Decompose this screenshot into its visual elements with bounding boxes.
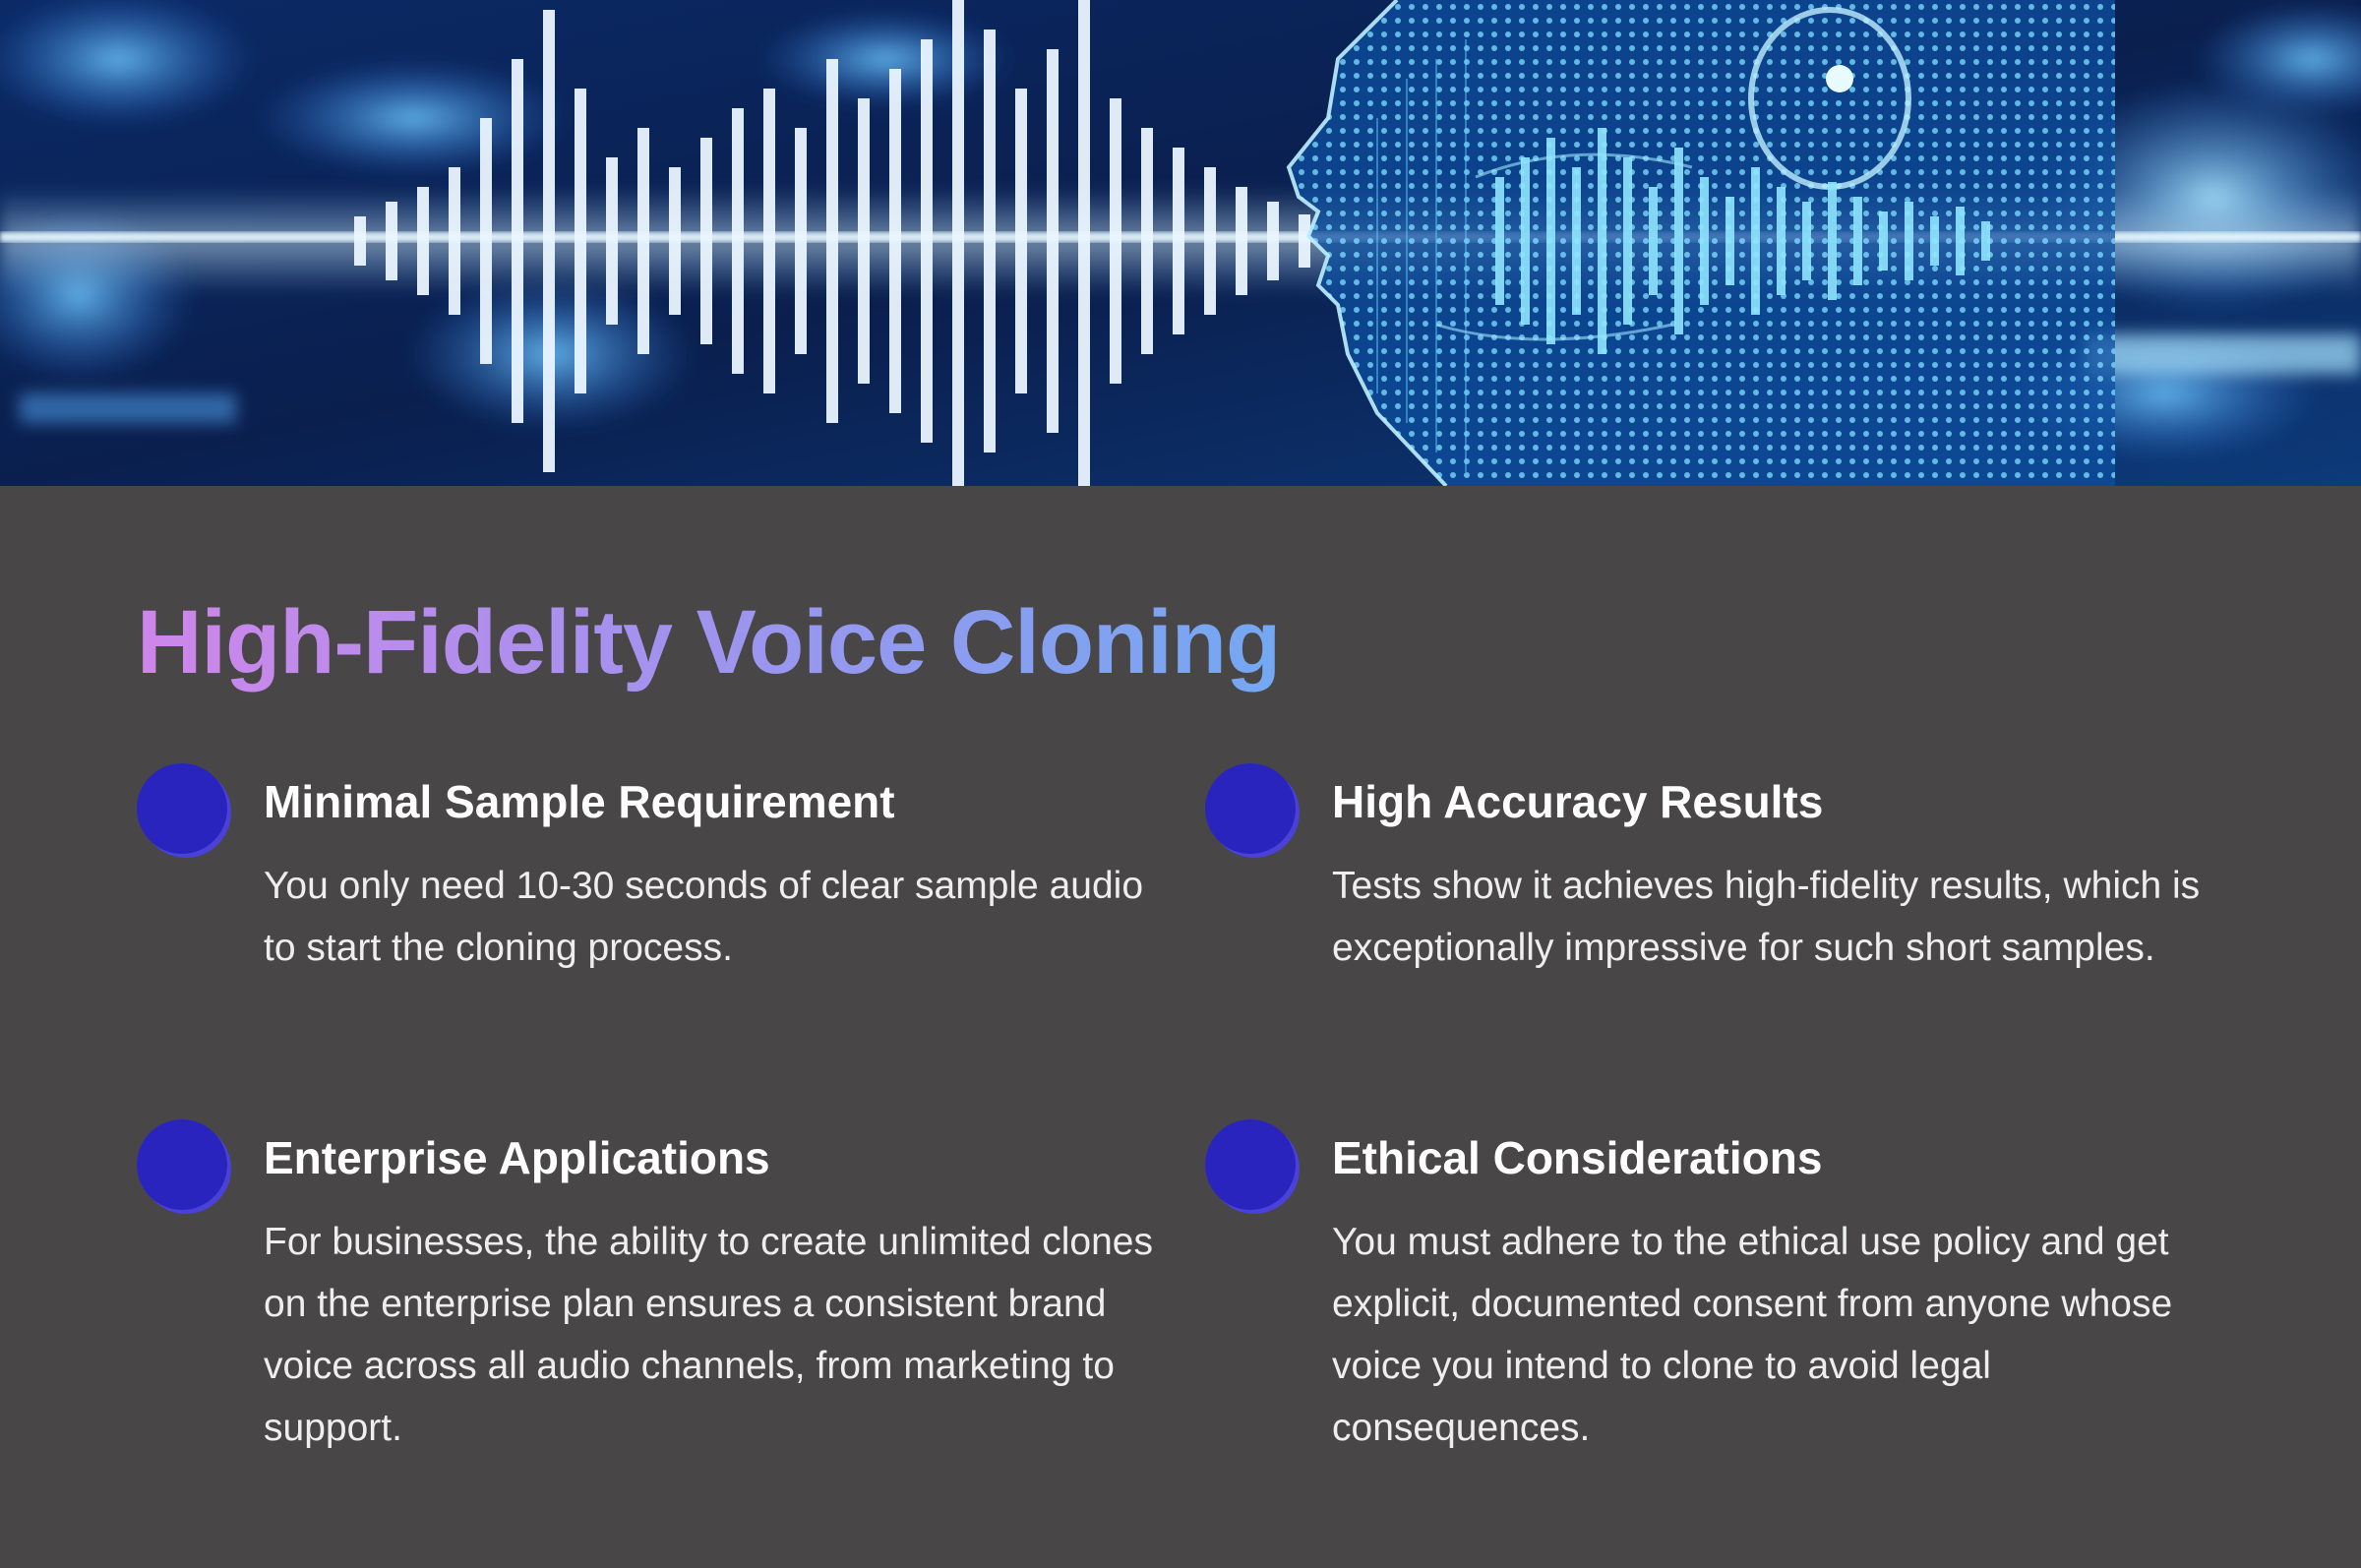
feature-description: You must adhere to the ethical use polic… xyxy=(1332,1221,2173,1449)
feature-title: High Accuracy Results xyxy=(1332,776,1824,827)
feature-description: For businesses, the ability to create un… xyxy=(264,1221,1153,1449)
hero-banner-image xyxy=(0,0,2361,486)
sound-wave-head-illustration xyxy=(0,0,2361,486)
bullet-dot-icon xyxy=(1205,763,1296,854)
content-section: High-Fidelity Voice Cloning Minimal Samp… xyxy=(0,486,2361,1568)
bullet-dot-icon xyxy=(137,1119,227,1210)
feature-title: Minimal Sample Requirement xyxy=(264,776,895,827)
page-title: High-Fidelity Voice Cloning xyxy=(137,588,1281,696)
bullet-dot-icon xyxy=(137,763,227,854)
feature-title: Ethical Considerations xyxy=(1332,1132,1823,1183)
bullet-dot-icon xyxy=(1205,1119,1296,1210)
feature-title: Enterprise Applications xyxy=(264,1132,770,1183)
feature-description: Tests show it achieves high-fidelity res… xyxy=(1332,865,2201,969)
feature-description: You only need 10-30 seconds of clear sam… xyxy=(264,865,1144,969)
